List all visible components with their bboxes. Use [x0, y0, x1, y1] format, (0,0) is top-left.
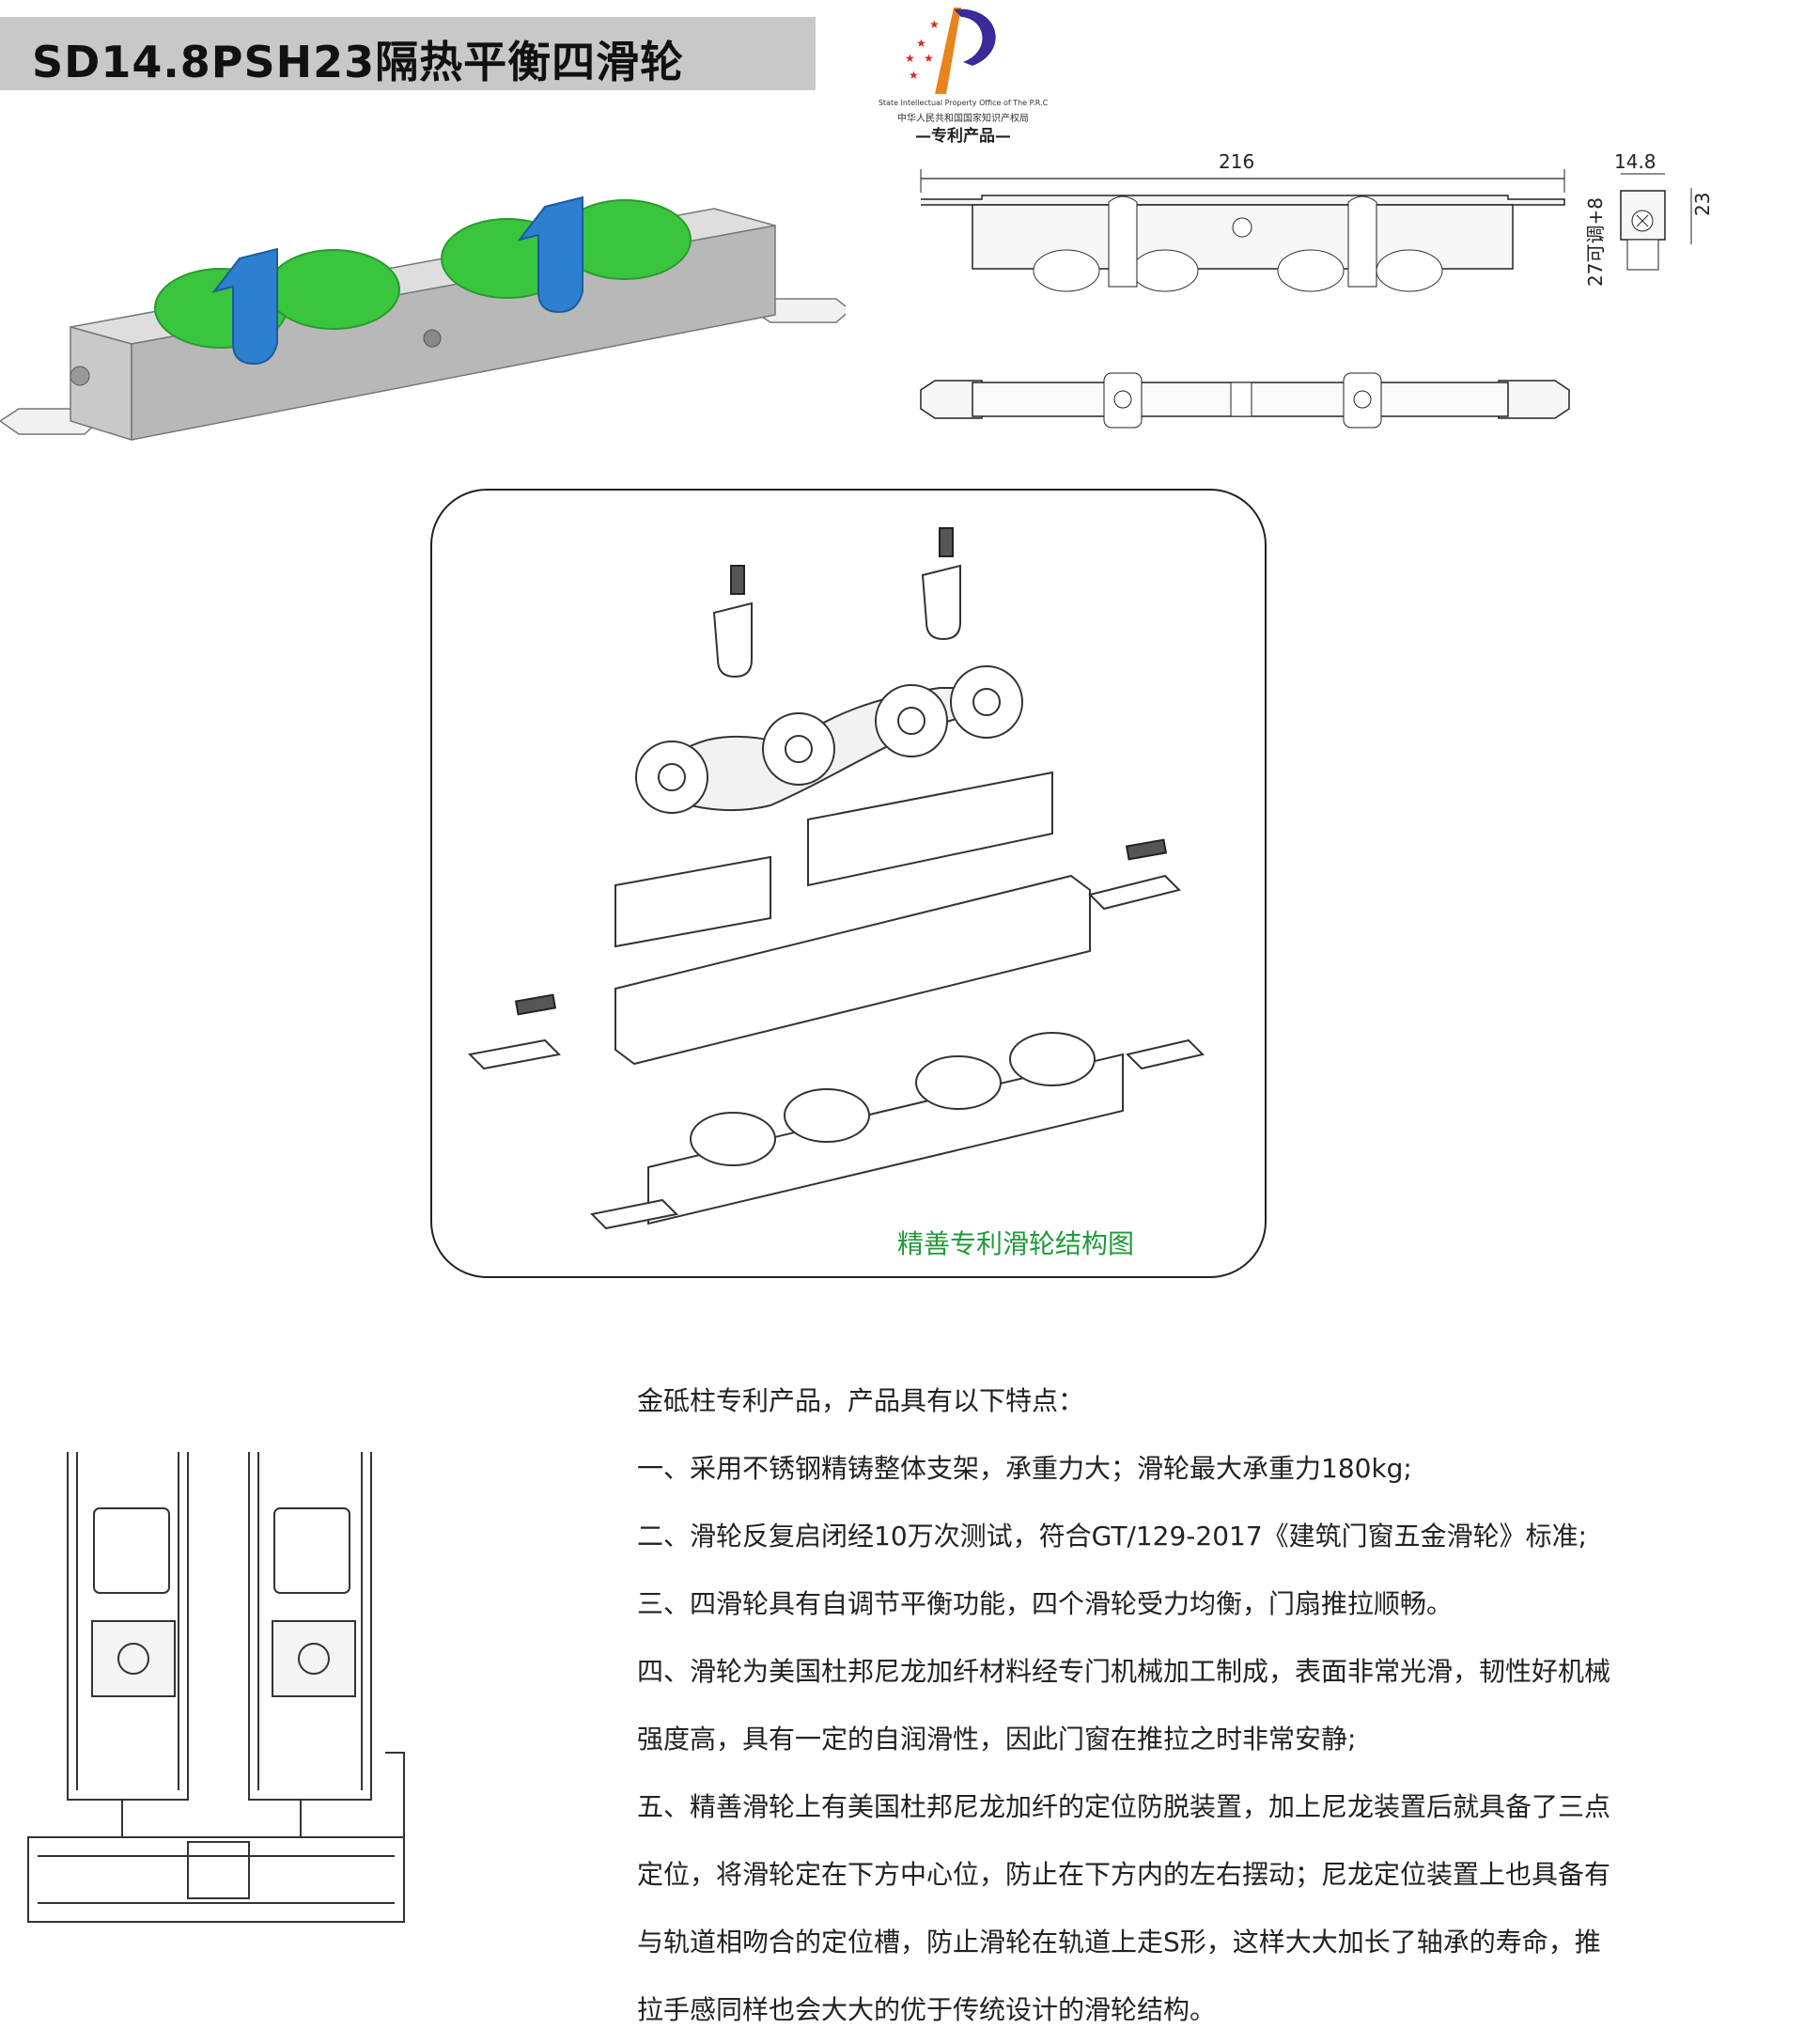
length-dimension: 216	[1219, 150, 1255, 173]
frame-inner	[38, 1855, 395, 1904]
screw	[730, 565, 745, 595]
wheel-bearing	[785, 735, 813, 763]
right-roller	[272, 1620, 356, 1697]
window-profile-section	[27, 1452, 405, 1923]
wheel-part	[635, 741, 708, 814]
frame-edge	[385, 1752, 405, 1837]
wheel-part	[762, 712, 835, 786]
feature-line: 二、滑轮反复启闭经10万次测试，符合GT/129-2017《建筑门窗五金滑轮》标…	[637, 1521, 1588, 1552]
right-sash-inner	[257, 1452, 363, 1790]
logo-star: ★	[909, 69, 919, 82]
frame-profile	[27, 1836, 405, 1923]
wheel-bearing	[658, 763, 686, 791]
pivot-outline	[1232, 217, 1252, 238]
mounting-rail	[921, 195, 1565, 206]
height-dimension: 23	[1691, 192, 1714, 216]
end-screw	[70, 366, 90, 386]
right-roller-screw	[298, 1643, 330, 1675]
logo-english-text: State Intellectual Property Office of Th…	[878, 99, 1049, 107]
wheel-part	[875, 684, 948, 757]
end-screw-part	[514, 993, 557, 1016]
right-thermal-break	[273, 1507, 350, 1594]
front-technical-view	[920, 169, 1565, 292]
exploded-diagram	[467, 527, 1205, 1230]
logo-star: ★	[905, 52, 915, 65]
blue-clip	[211, 247, 278, 366]
left-thermal-break	[93, 1507, 170, 1594]
wheel-part	[950, 665, 1023, 739]
side-technical-view	[1620, 173, 1692, 271]
page-title: SD14.8PSH23隔热平衡四滑轮	[32, 37, 685, 87]
logo-flame	[935, 8, 961, 94]
assembled-plate	[589, 1198, 679, 1230]
logo-star: ★	[929, 18, 940, 31]
right-sash-profile	[248, 1452, 372, 1801]
left-sash-profile	[67, 1452, 189, 1801]
feature-line: 五、精善滑轮上有美国杜邦尼龙加纤的定位防脱装置，加上尼龙装置后就具备了三点	[637, 1791, 1611, 1822]
wheel-outline	[1376, 249, 1443, 292]
left-sash-inner	[76, 1452, 179, 1790]
exploded-view-panel: 精善专利滑轮结构图	[430, 489, 1267, 1278]
screw-cross	[1636, 214, 1649, 227]
product-3d-render	[0, 195, 846, 442]
title-bar: SD14.8PSH23隔热平衡四滑轮	[0, 17, 816, 90]
clip-part	[921, 564, 961, 641]
feature-line: 拉手感同样也会大大的优于传统设计的滑轮结构。	[637, 1994, 1217, 2025]
top-screw	[1113, 390, 1132, 409]
clip-part	[712, 601, 753, 679]
adjustable-dimension: 27可调+8	[1584, 197, 1607, 287]
pivot-pin	[423, 329, 442, 348]
wheel-bearing	[972, 688, 1001, 716]
wheel	[267, 249, 400, 330]
end-plate-part	[467, 1038, 562, 1070]
feature-description: 金砥柱专利产品，产品具有以下特点： 一、采用不锈钢精铸整体支架，承重力大；滑轮最…	[637, 1367, 1708, 2044]
top-screw	[1353, 390, 1372, 409]
feature-line: 一、采用不锈钢精铸整体支架，承重力大；滑轮最大承重力180kg;	[637, 1453, 1412, 1484]
feature-line: 与轨道相吻合的定位槽，防止滑轮在轨道上走S形，这样大大加长了轴承的寿命，推	[637, 1927, 1601, 1958]
left-roller	[91, 1620, 176, 1697]
assembled-wheel	[1009, 1032, 1096, 1086]
blue-clip	[517, 195, 583, 314]
wheel-outline	[1033, 249, 1100, 292]
clip-outline	[1347, 195, 1377, 288]
exploded-caption: 精善专利滑轮结构图	[897, 1228, 1135, 1259]
wheel-bearing	[897, 707, 925, 735]
housing-part	[614, 874, 1091, 1066]
left-roller-screw	[117, 1643, 149, 1675]
clip-outline	[1108, 195, 1138, 288]
assembled-wheel	[784, 1088, 870, 1143]
wheel-outline	[1131, 249, 1199, 292]
patent-logo: ★ ★ ★ ★ ★	[905, 8, 996, 94]
right-plate-outline	[1498, 380, 1570, 419]
track-rail	[121, 1800, 302, 1837]
top-technical-view	[920, 372, 1570, 429]
left-plate-outline	[920, 380, 983, 419]
width-dimension: 14.8	[1614, 150, 1656, 173]
end-plate-part	[1088, 874, 1181, 911]
inner-plate	[807, 771, 1053, 887]
logo-star: ★	[924, 52, 934, 65]
description-intro: 金砥柱专利产品，产品具有以下特点：	[637, 1385, 1085, 1416]
logo-star: ★	[916, 37, 926, 50]
assembled-plate	[1126, 1038, 1205, 1070]
side-wheel	[1626, 239, 1659, 271]
logo-chinese-text: 中华人民共和国国家知识产权局	[897, 114, 1029, 124]
assembled-wheel	[690, 1112, 776, 1166]
assembled-wheel	[915, 1055, 1002, 1110]
feature-line: 强度高，具有一定的自润滑性，因此门窗在推拉之时非常安静;	[637, 1724, 1357, 1755]
screw	[939, 527, 954, 557]
frame-thermal-break	[187, 1841, 250, 1899]
logo-patent-tag: —专利产品—	[915, 127, 1011, 146]
wheel-outline	[1277, 249, 1345, 292]
end-screw-part	[1125, 838, 1168, 861]
top-pivot	[1230, 382, 1252, 417]
feature-line: 三、四滑轮具有自调节平衡功能，四个滑轮受力均衡，门扇推拉顺畅。	[637, 1588, 1454, 1619]
feature-line: 定位，将滑轮定在下方中心位，防止在下方内的左右摆动；尼龙定位装置上也具备有	[637, 1859, 1611, 1890]
logo-p-shape	[954, 8, 996, 67]
spacer-block	[614, 855, 771, 948]
feature-line: 四、滑轮为美国杜邦尼龙加纤材料经专门机械加工制成，表面非常光滑，韧性好机械	[637, 1656, 1611, 1687]
